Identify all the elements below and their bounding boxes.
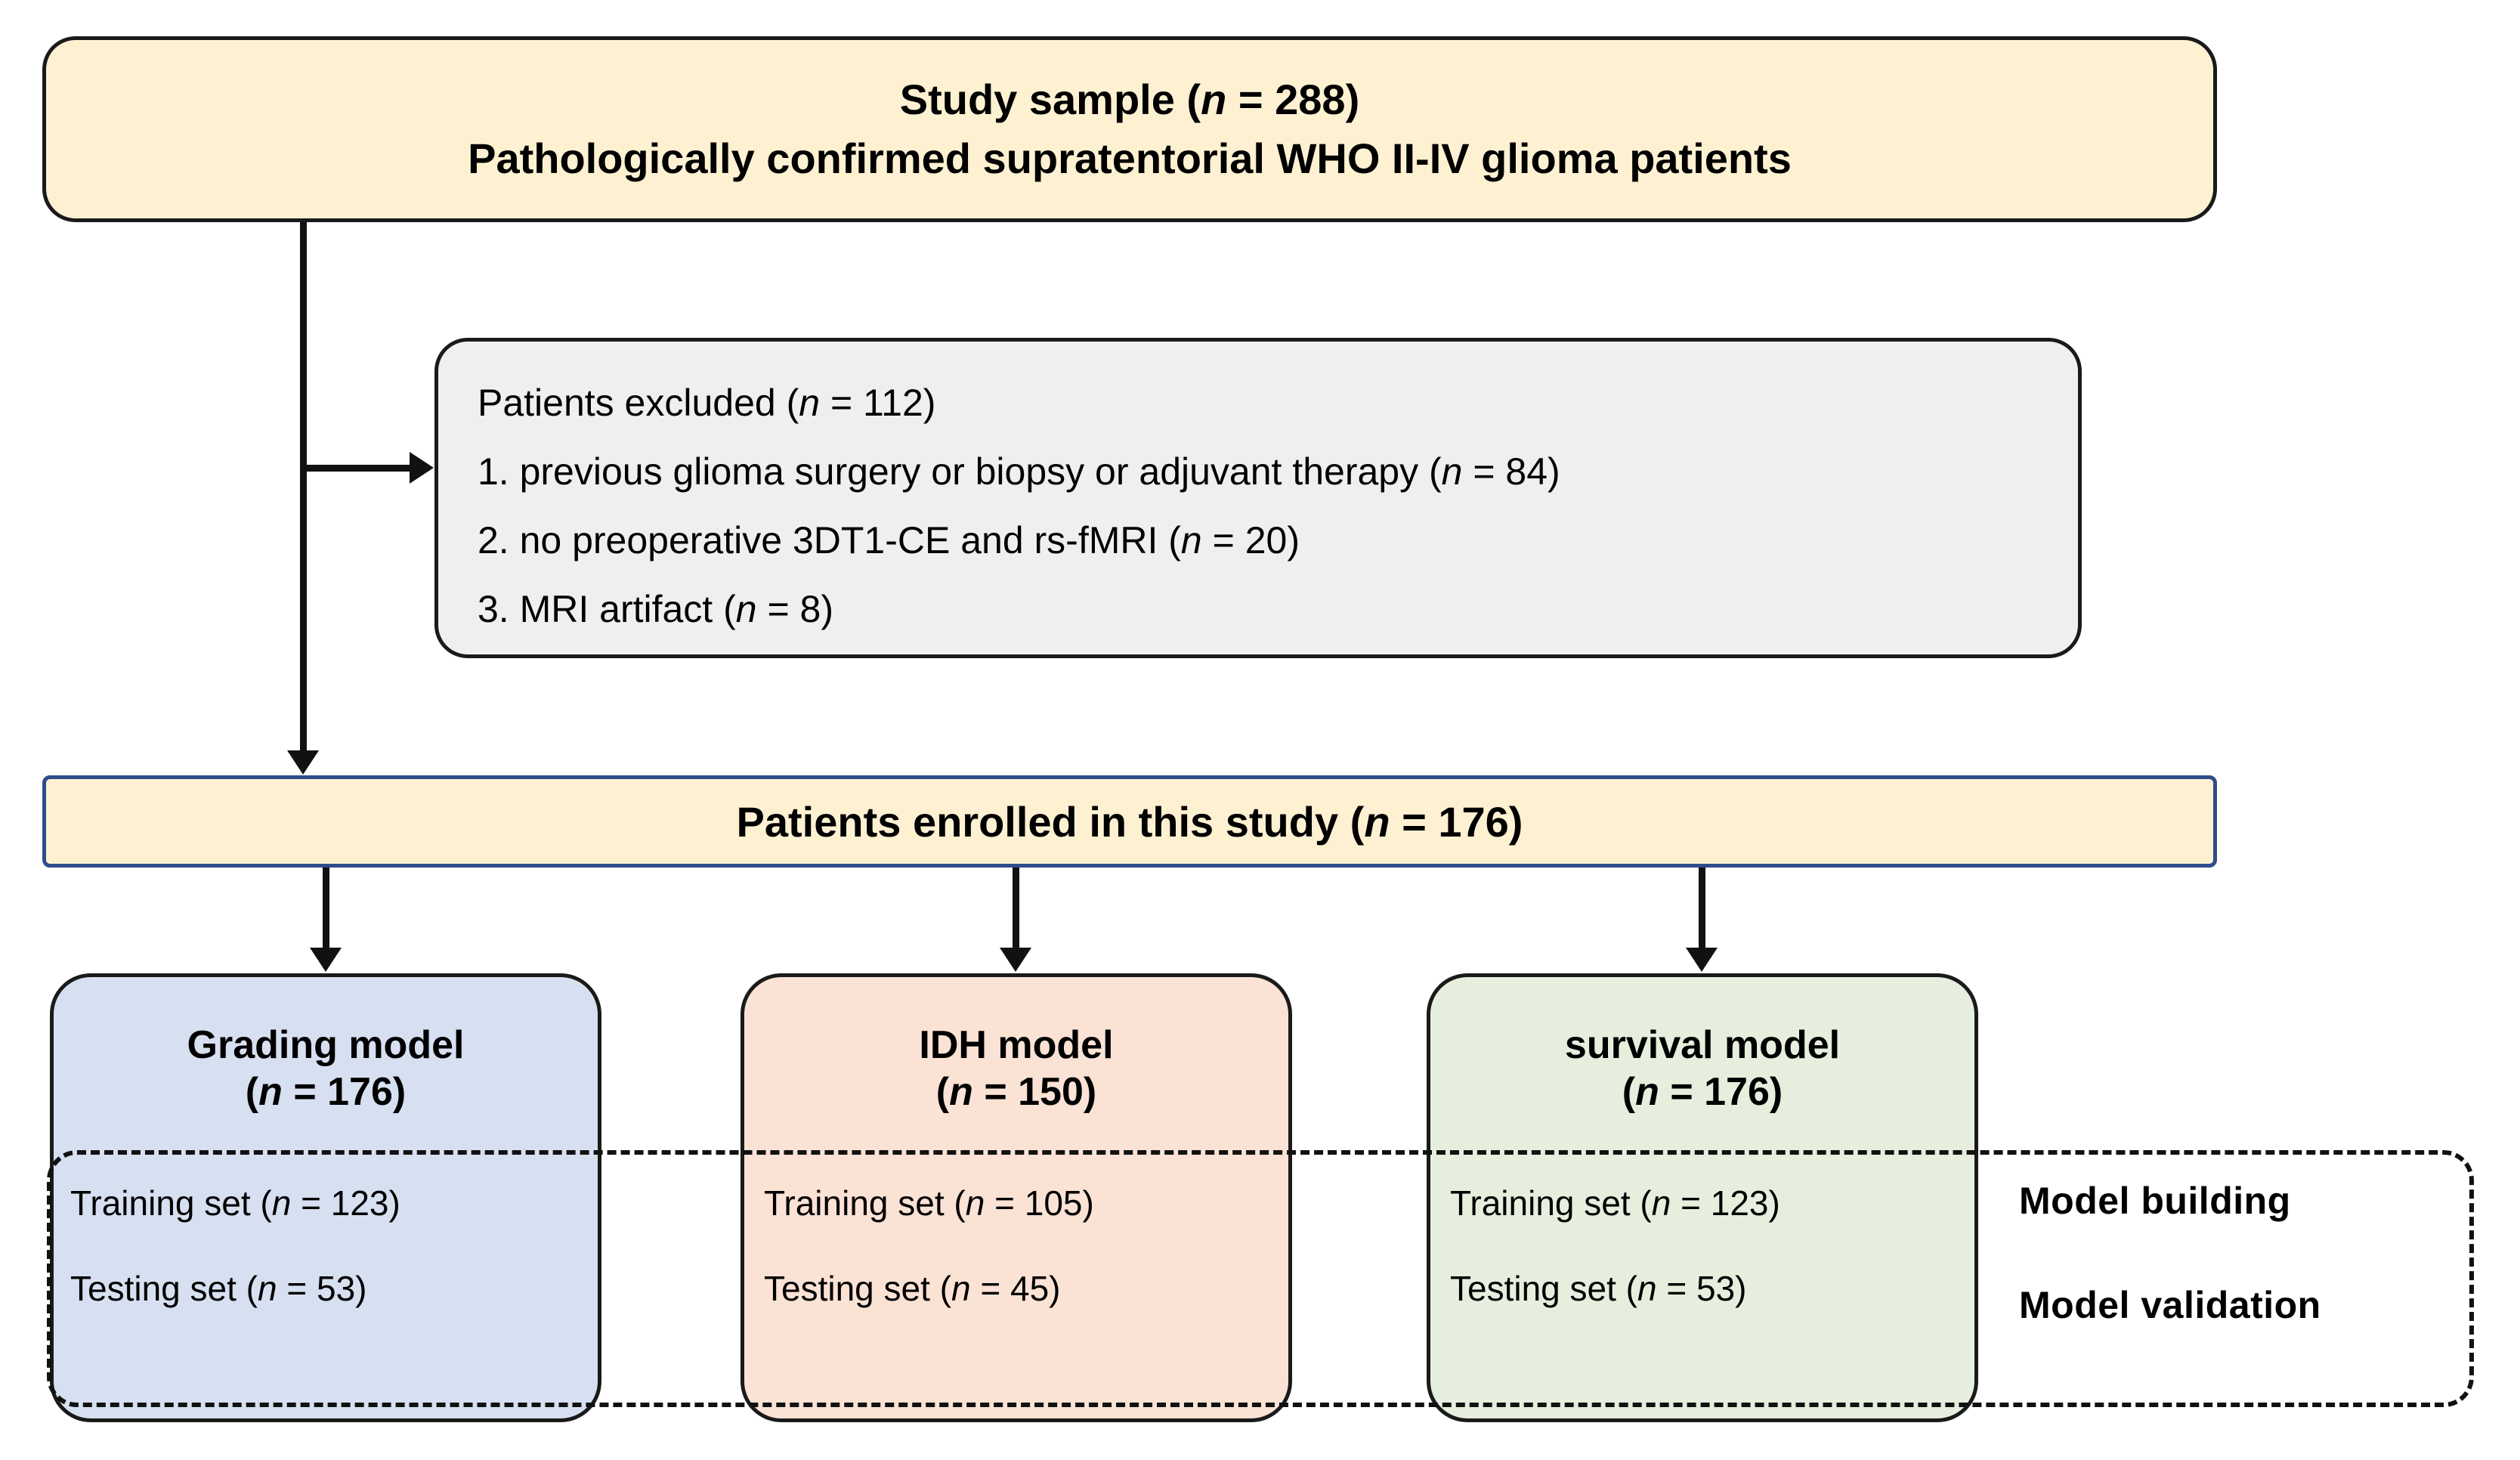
survival-training-set: Training set (n = 123) (1450, 1183, 1780, 1223)
connector-excluded-horizontal (300, 465, 410, 472)
grading-model-title: Grading model (187, 1023, 465, 1068)
connector-main-vertical (300, 222, 307, 751)
excluded-heading: Patients excluded (n = 112) (478, 382, 936, 424)
survival-model-count: (n = 176) (1622, 1070, 1783, 1114)
patients-excluded-box: Patients excluded (n = 112) 1. previous … (434, 338, 2082, 658)
arrow-to-idh-model (1000, 948, 1031, 972)
stage-label-model-building: Model building (2019, 1180, 2291, 1222)
grading-model-sets: Training set (n = 123) Testing set (n = … (54, 1162, 598, 1307)
connector-to-idh (1013, 868, 1019, 949)
idh-training-set: Training set (n = 105) (764, 1183, 1094, 1223)
patients-enrolled-box: Patients enrolled in this study (n = 176… (42, 775, 2217, 868)
connector-to-survival (1699, 868, 1705, 949)
arrow-to-enrolled (287, 750, 319, 775)
stage-label-model-validation: Model validation (2019, 1284, 2321, 1326)
grading-training-set: Training set (n = 123) (70, 1183, 400, 1223)
stage-labels: Model building Model validation (2019, 1179, 2442, 1390)
idh-model-sets: Training set (n = 105) Testing set (n = … (744, 1162, 1288, 1307)
grading-testing-set: Testing set (n = 53) (70, 1268, 367, 1308)
idh-model-title: IDH model (919, 1023, 1114, 1068)
excluded-item-3: 3. MRI artifact (n = 8) (478, 588, 833, 630)
survival-model-box: survival model (n = 176) Training set (n… (1427, 973, 1978, 1422)
arrow-to-grading-model (310, 948, 342, 972)
survival-testing-set: Testing set (n = 53) (1450, 1268, 1747, 1308)
idh-testing-set: Testing set (n = 45) (764, 1268, 1061, 1308)
survival-model-header: survival model (n = 176) (1430, 977, 1974, 1162)
connector-to-grading (323, 868, 329, 949)
arrow-to-excluded (410, 452, 434, 484)
excluded-item-2: 2. no preoperative 3DT1-CE and rs-fMRI (… (478, 519, 1300, 561)
idh-model-header: IDH model (n = 150) (744, 977, 1288, 1162)
grading-model-box: Grading model (n = 176) Training set (n … (50, 973, 601, 1422)
survival-model-sets: Training set (n = 123) Testing set (n = … (1430, 1162, 1974, 1307)
grading-model-header: Grading model (n = 176) (54, 977, 598, 1162)
idh-model-box: IDH model (n = 150) Training set (n = 10… (741, 973, 1292, 1422)
grading-model-count: (n = 176) (245, 1070, 407, 1114)
study-sample-box: Study sample (n = 288) Pathologically co… (42, 36, 2217, 222)
arrow-to-survival-model (1686, 948, 1718, 972)
excluded-item-1: 1. previous glioma surgery or biopsy or … (478, 450, 1560, 493)
survival-model-title: survival model (1564, 1023, 1841, 1068)
study-sample-line-1: Study sample (n = 288) (899, 75, 1360, 123)
idh-model-count: (n = 150) (935, 1070, 1097, 1114)
patients-enrolled-label: Patients enrolled in this study (n = 176… (736, 797, 1523, 846)
study-sample-line-2: Pathologically confirmed supratentorial … (468, 135, 1792, 182)
